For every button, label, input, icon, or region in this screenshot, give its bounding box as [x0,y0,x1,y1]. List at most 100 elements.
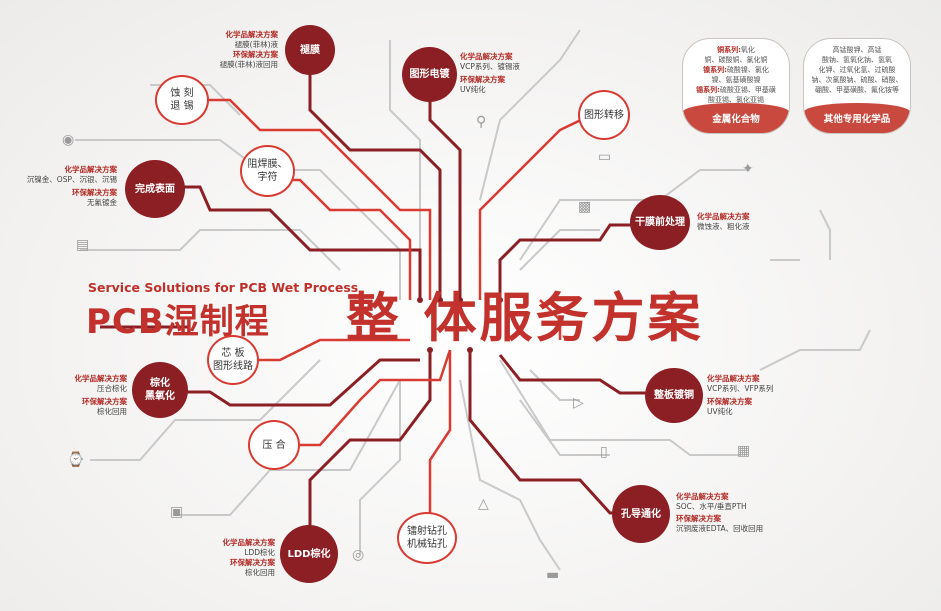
card-other-line: 硼酸、甲基磺酸、氟化铵等 [810,85,904,95]
bubble-etch: 蚀 刻 退 锡 [155,75,209,125]
info-brown-black-chem: 压合棕化 [97,384,127,393]
card-other-line-text: 酸钠、氢氧化钠、氢氧 [822,56,892,64]
info-finish-env-heading: 环保解决方案 [72,188,117,197]
card-other-line: 高锰酸钾、高锰 [810,45,904,55]
info-panel-plate-env-heading: 环保解决方案 [707,397,752,406]
node-brown-black: 棕化 黑氧化 [132,362,188,418]
card-metal-line-text: 硫酸亚锡、甲基磺 [719,86,776,94]
card-metal-line: 铜系列:氧化 [689,45,783,55]
info-panel-plate-chem: VCP系列、VFP系列 [707,384,774,393]
info-panel-plate-chem-heading: 化学品解决方案 [707,374,760,383]
card-metal-line-text: 氧化 [740,46,755,54]
info-film-remove-chem: 褪膜(菲林)液 [234,40,278,49]
card-metal-line: 酸亚锡、氯化亚锡 [689,95,783,105]
info-hole: 化学品解决方案 SOC、水平/垂直PTH 环保解决方案 沉铜废液EDTA、回收回… [676,492,763,534]
node-brown-label: 棕化 [150,378,170,389]
info-panel-plate: 化学品解决方案 VCP系列、VFP系列 环保解决方案 UV纯化 [707,374,773,417]
card-metal-line: 锡系列:硫酸亚锡、甲基磺 [689,85,783,95]
card-metal-line: 铜、碳酸铜、氯化铜 [689,55,783,65]
card-metal-line: 镍、氨基磺酸镍 [689,75,783,85]
info-film-remove-env: 褪膜(菲林)液回用 [219,60,278,69]
info-ldd-env: 棕化回用 [245,568,275,577]
card-metal-line-text: 硫酸镍、氯化 [726,66,769,74]
card-other-line: 钠、次氯酸钠、硫酸、硝酸、 [810,75,904,85]
globe-icon: ◎ [352,547,365,563]
info-pattern-plate-env-heading: 环保解决方案 [460,75,505,84]
card-metal-compounds: 铜系列:氧化 铜、碳酸铜、氯化铜 镍系列:硫酸镍、氯化 镍、氨基磺酸镍 锡系列:… [682,38,790,134]
camera-icon: ◉ [62,132,75,148]
card-other-line-text: 钠、次氯酸钠、硫酸、硝酸、 [811,76,903,84]
card-other-body: 高锰酸钾、高锰 酸钠、氢氧化钠、氢氧 化钾、过氧化氢、过硫酸 钠、次氯酸钠、硫酸… [810,45,904,95]
info-film-remove-chem-heading: 化学品解决方案 [225,30,279,39]
flask-icon: △ [478,496,489,512]
node-ldd: LDD棕化 [280,525,338,583]
node-pattern-plate: 图形电镀 [402,47,457,102]
monitor-icon: ▣ [170,504,184,520]
node-film-remove: 褪膜 [285,25,335,75]
ram-icon: ▦ [737,443,751,459]
info-finish-chem: 沉镍金、OSP、沉银、沉锡 [26,175,117,184]
bubble-solder-label-2: 字符 [257,172,278,183]
card-other-chemicals: 高锰酸钾、高锰 酸钠、氢氧化钠、氢氧 化钾、过氧化氢、过硫酸 钠、次氯酸钠、硫酸… [803,38,911,134]
node-dry-pre: 干膜前处理 [630,195,690,250]
info-ldd-chem-heading: 化学品解决方案 [222,538,276,547]
info-dry-pre-chem: 微蚀液、粗化液 [697,222,750,231]
laptop-icon: ▤ [76,237,90,253]
info-pattern-plate: 化学品解决方案 VCP系列、镀锡液 环保解决方案 UV纯化 [460,52,520,95]
bubble-solder-label-1: 阻焊膜、 [247,159,288,170]
chip-icon: ▩ [578,199,592,215]
card-metal-line: 镍系列:硫酸镍、氯化 [689,65,783,75]
bubble-press: 压 合 [248,420,300,470]
card-metal-line-hd: 锡系列: [696,86,720,94]
info-film-remove: 化学品解决方案 褪膜(菲林)液 环保解决方案 褪膜(菲林)液回用 [198,30,278,70]
card-other-line-text: 高锰酸钾、高锰 [832,46,882,54]
phone-icon: ▯ [600,444,608,460]
heading-chinese-big: 整 体服务方案 [346,288,704,349]
bubble-core: 芯 板 图形线路 [207,335,259,385]
info-finish: 化学品解决方案 沉镍金、OSP、沉银、沉锡 环保解决方案 无氰镀金 [15,165,117,208]
info-finish-chem-heading: 化学品解决方案 [64,165,118,174]
info-brown-black-env-heading: 环保解决方案 [82,397,127,406]
card-metal-line-text: 铜、碳酸铜、氯化铜 [704,56,768,64]
info-ldd-chem: LDD棕化 [244,548,275,557]
card-other-line: 酸钠、氢氧化钠、氢氧 [810,55,904,65]
watch-icon: ⌚ [67,452,85,468]
info-finish-env: 无氰镀金 [87,198,117,207]
card-other-line-text: 硼酸、甲基磺酸、氟化铵等 [815,86,899,94]
node-panel-plate: 整板镀铜 [645,368,703,423]
info-pattern-plate-env: UV纯化 [460,85,486,94]
info-ldd: 化学品解决方案 LDD棕化 环保解决方案 棕化回用 [195,538,276,578]
bubble-solder: 阻焊膜、 字符 [240,145,295,197]
tablet-icon: ▭ [598,149,612,165]
info-brown-black-chem-heading: 化学品解决方案 [74,374,128,383]
info-hole-chem-heading: 化学品解决方案 [676,492,729,501]
info-hole-chem: SOC、水平/垂直PTH [676,502,747,511]
bubble-etch-label-1: 蚀 刻 [170,88,194,99]
info-pattern-plate-chem: VCP系列、镀锡液 [460,62,520,71]
card-other-line: 化钾、过氧化氢、过硫酸 [810,65,904,75]
info-brown-black: 化学品解决方案 压合棕化 环保解决方案 棕化回用 [45,374,128,417]
usb-icon: ▬ [546,567,560,583]
bubble-etch-label-2: 退 锡 [170,101,194,112]
media-player-icon: ▷ [573,395,584,411]
card-metal-line-hd: 镍系列: [703,66,727,74]
info-panel-plate-env: UV纯化 [707,407,733,416]
card-metal-line-text: 镍、氨基磺酸镍 [711,76,761,84]
info-dry-pre: 化学品解决方案 微蚀液、粗化液 [697,212,750,232]
info-hole-env-heading: 环保解决方案 [676,514,721,523]
node-black-label: 黑氧化 [145,391,175,402]
card-metal-line-hd: 铜系列: [717,46,741,54]
bubble-transfer: 图形转移 [578,90,630,140]
node-finish: 完成表面 [125,160,185,218]
info-ldd-env-heading: 环保解决方案 [230,558,275,567]
info-dry-pre-chem-heading: 化学品解决方案 [697,212,750,221]
bubble-drill-label-2: 机械钻孔 [407,539,447,550]
info-film-remove-env-heading: 环保解决方案 [233,50,278,59]
satellite-icon: ✦ [742,161,754,177]
bubble-core-label-2: 图形线路 [213,361,253,372]
card-other-title: 其他专用化学品 [804,103,910,133]
card-metal-title: 金属化合物 [683,103,789,133]
info-hole-env: 沉铜废液EDTA、回收回用 [676,524,764,533]
card-metal-body: 铜系列:氧化 铜、碳酸铜、氯化铜 镍系列:硫酸镍、氯化 镍、氨基磺酸镍 锡系列:… [689,45,783,105]
